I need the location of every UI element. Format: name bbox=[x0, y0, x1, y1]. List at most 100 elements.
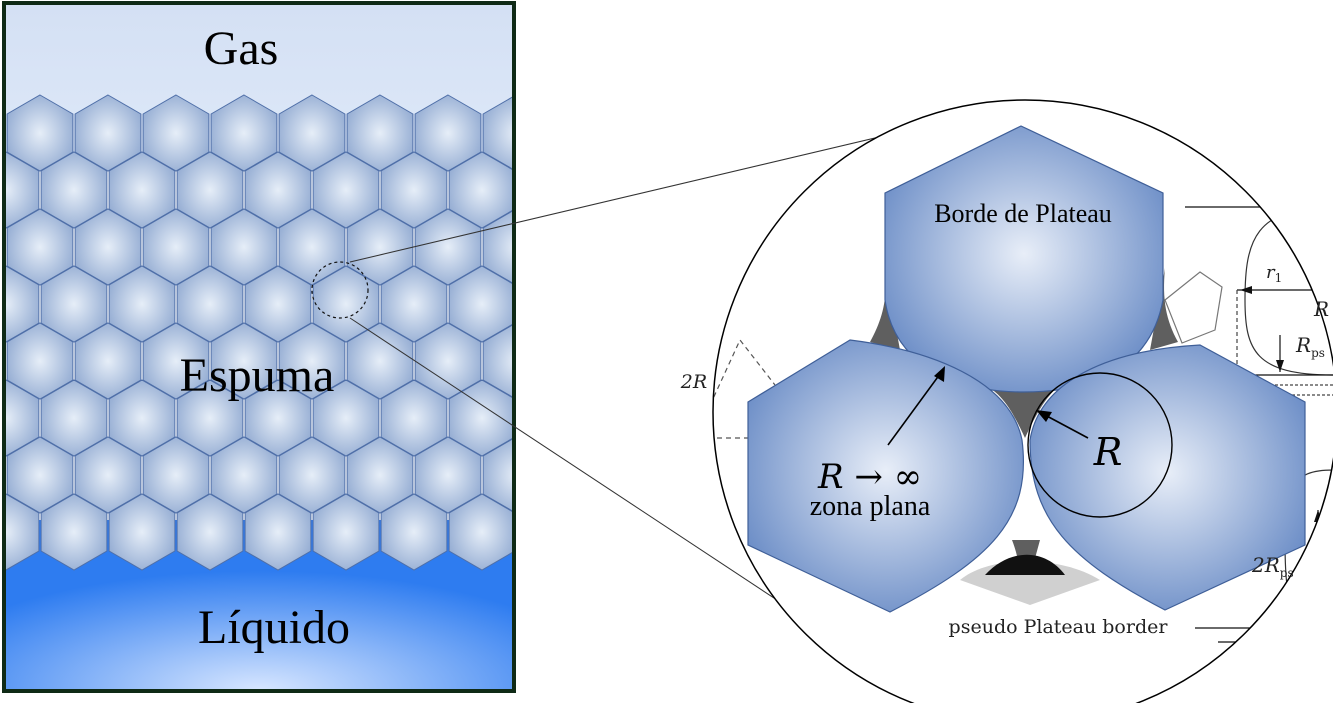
foam-bubble bbox=[517, 266, 583, 342]
foam-bubble bbox=[244, 265, 312, 343]
foam-bubble bbox=[74, 208, 142, 286]
foam-bubble bbox=[346, 436, 414, 514]
foam-bubble bbox=[414, 322, 482, 400]
radius-circle bbox=[1027, 372, 1173, 518]
foam-bubble bbox=[176, 151, 244, 229]
foam-bubble bbox=[176, 379, 244, 457]
foam-bubble bbox=[244, 493, 312, 571]
foam-bubble bbox=[210, 94, 278, 172]
foam-bubble bbox=[346, 208, 414, 286]
foam-bubble bbox=[482, 438, 513, 512]
foam-bubble bbox=[210, 436, 278, 514]
foam-bubble bbox=[380, 151, 448, 229]
foam-bubble bbox=[380, 265, 448, 343]
foam-bubble bbox=[380, 493, 448, 571]
foam-bubble bbox=[40, 493, 108, 571]
r-cut-label: R bbox=[1313, 297, 1329, 321]
foam-bubble bbox=[108, 379, 176, 457]
flat-zone-label: zona plana bbox=[810, 491, 931, 522]
zoom-line-top bbox=[349, 124, 931, 263]
foam-bubble bbox=[448, 493, 513, 571]
foam-bubble bbox=[278, 436, 346, 514]
radius-label: R bbox=[1093, 430, 1123, 474]
foam-bubble bbox=[346, 322, 414, 400]
foam-bubble bbox=[482, 96, 513, 170]
foam-bubble bbox=[585, 380, 651, 456]
foam-bubble bbox=[312, 265, 380, 343]
foam-bubble bbox=[414, 208, 482, 286]
foam-bubble bbox=[40, 379, 108, 457]
foam-bubble bbox=[244, 379, 312, 457]
foam-bubble bbox=[585, 494, 651, 570]
foam-bubble bbox=[517, 152, 583, 228]
zoom-bubble-top bbox=[884, 125, 1164, 393]
foam-bubble bbox=[6, 322, 74, 400]
foam-bubble bbox=[517, 380, 583, 456]
foam-bubble bbox=[6, 208, 74, 286]
radius-arrow bbox=[1044, 414, 1089, 439]
foam-bubble bbox=[6, 436, 74, 514]
zoom-bubble-right bbox=[1029, 344, 1306, 611]
foam-bubble bbox=[6, 151, 40, 229]
foam-bubble bbox=[380, 379, 448, 457]
zoom-circle-outline bbox=[712, 99, 1333, 703]
zoom-line-bottom bbox=[349, 317, 831, 636]
foam-bubble bbox=[414, 94, 482, 172]
foam-bubble bbox=[312, 151, 380, 229]
liquid-label: Líquido bbox=[198, 601, 350, 654]
foam-bubble bbox=[551, 323, 617, 399]
foam-bubble bbox=[142, 322, 210, 400]
foam-bubble bbox=[142, 94, 210, 172]
zoom-view bbox=[713, 100, 1333, 703]
gas-label: Gas bbox=[204, 22, 279, 75]
rps-label: Rps bbox=[1295, 333, 1325, 360]
foam-bubble bbox=[448, 265, 513, 343]
foam-bubble bbox=[312, 493, 380, 571]
foam-bubble bbox=[40, 265, 108, 343]
foam-bubble bbox=[108, 265, 176, 343]
left-panel-frame bbox=[2, 1, 516, 693]
foam-bubble bbox=[585, 152, 651, 228]
r1-label: r1 bbox=[1266, 262, 1282, 285]
r1-subscript: 1 bbox=[1275, 271, 1283, 285]
foam-bubble bbox=[448, 379, 513, 457]
foam-bubble bbox=[414, 436, 482, 514]
pseudo-border-label: pseudo Plateau border bbox=[949, 616, 1169, 638]
two-rps-subscript: ps bbox=[1280, 566, 1294, 580]
foam-bubbles bbox=[6, 94, 651, 571]
plateau-border-label: Borde de Plateau bbox=[934, 199, 1112, 228]
foam-bubble bbox=[448, 151, 513, 229]
foam-bubble bbox=[74, 94, 142, 172]
foam-bubble bbox=[312, 379, 380, 457]
flat-zone-arrow bbox=[887, 373, 941, 446]
foam-bubble bbox=[176, 493, 244, 571]
foam-bubble bbox=[244, 151, 312, 229]
left-panel bbox=[6, 4, 651, 690]
foam-bubble bbox=[142, 208, 210, 286]
flat-zone-arrowhead bbox=[934, 366, 945, 382]
flat-zone-math: R → ∞ bbox=[817, 457, 922, 497]
foam-bubble bbox=[210, 322, 278, 400]
two-rps-label: 2Rps bbox=[1251, 553, 1294, 580]
two-r-label: 2R bbox=[680, 371, 707, 393]
foam-bubble bbox=[551, 437, 617, 513]
foam-bubble bbox=[210, 208, 278, 286]
foam-bubble bbox=[142, 436, 210, 514]
foam-bubble bbox=[74, 322, 142, 400]
zoom-bubble-left bbox=[747, 339, 1024, 613]
foam-bubble bbox=[551, 95, 617, 171]
foam-bubble bbox=[278, 94, 346, 172]
foam-bubble bbox=[6, 94, 74, 172]
foam-bubble bbox=[482, 324, 513, 398]
foam-label: Espuma bbox=[180, 349, 335, 402]
zoom-selector-circle bbox=[311, 261, 369, 319]
radius-arrowhead bbox=[1036, 410, 1052, 422]
foam-bubble bbox=[6, 379, 40, 457]
foam-bubble bbox=[551, 209, 617, 285]
foam-bubble bbox=[108, 151, 176, 229]
foam-bubble bbox=[585, 266, 651, 342]
rps-subscript: ps bbox=[1311, 346, 1325, 360]
foam-bubble bbox=[278, 322, 346, 400]
foam-bubble bbox=[346, 94, 414, 172]
